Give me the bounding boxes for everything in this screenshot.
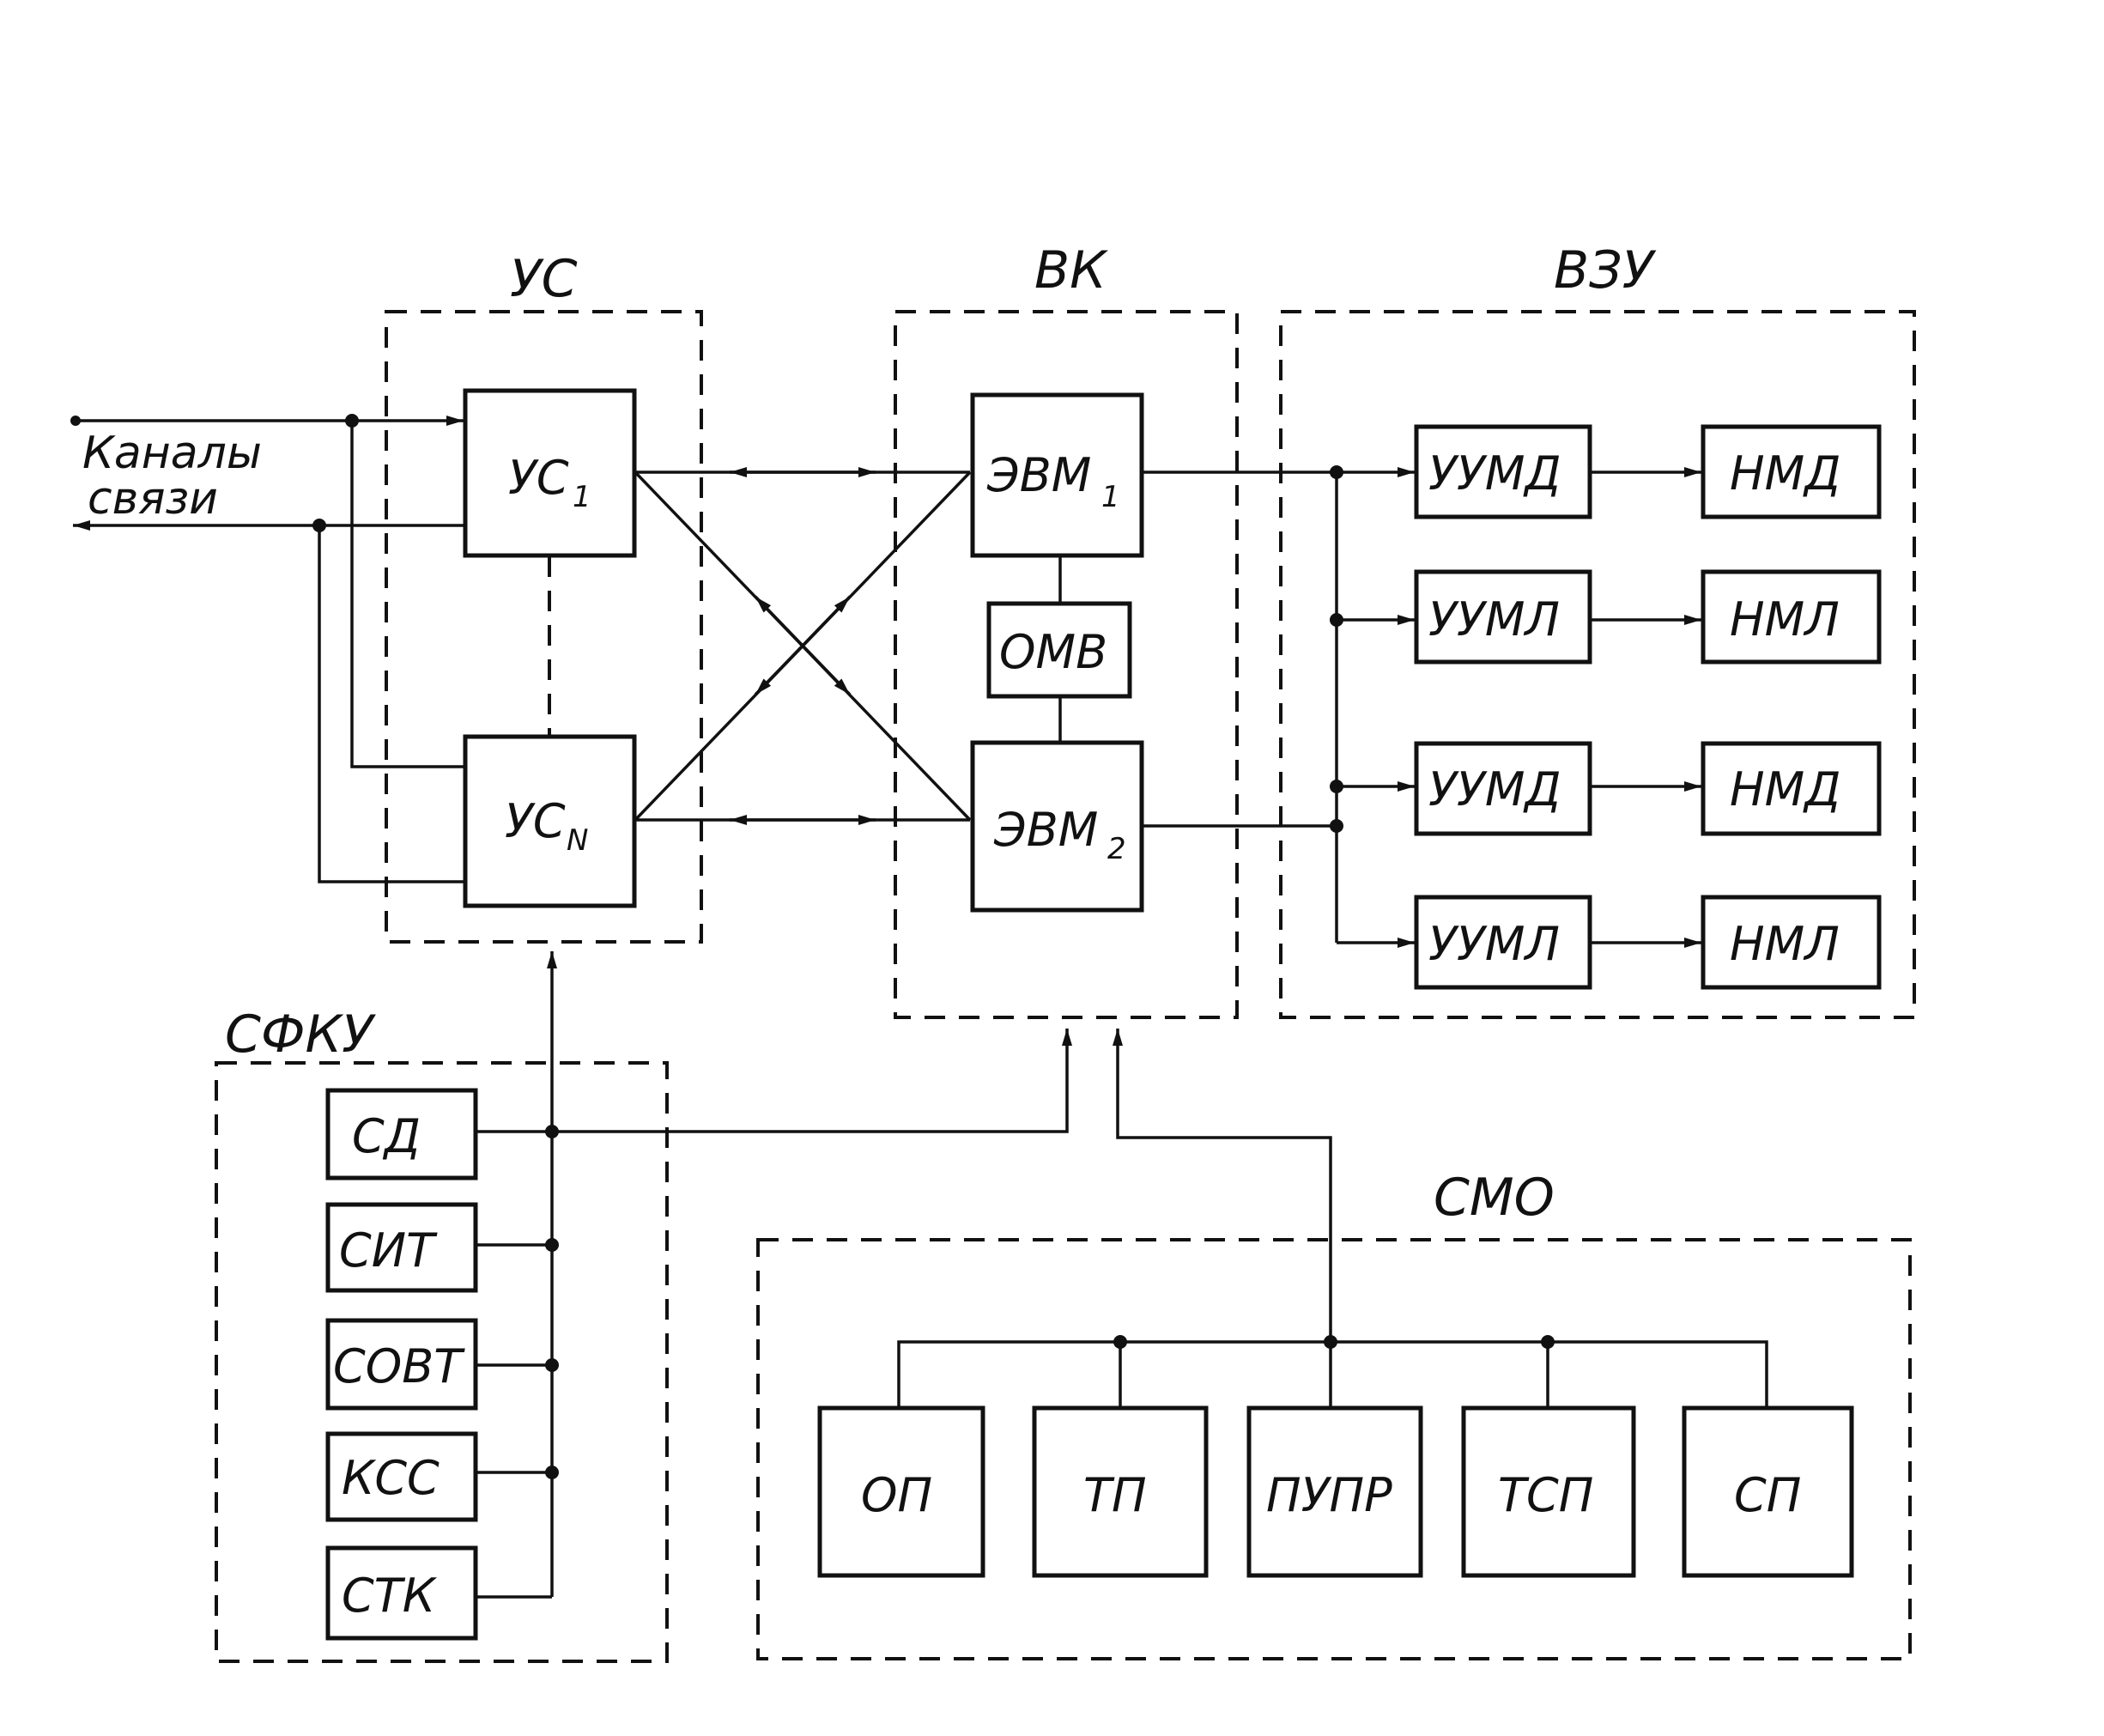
smo-block-2-label: ТП <box>1083 1468 1147 1522</box>
sfku-block-5: СТК <box>325 1545 478 1641</box>
input-label-line1: Каналы <box>82 428 262 479</box>
evm1-block: ЭВМ 1 <box>970 392 1144 558</box>
usn-subscript: N <box>567 823 588 858</box>
sfku-block-1-label: СД <box>352 1109 421 1163</box>
vzu-drive-4-label: НМЛ <box>1730 917 1840 971</box>
us-group-frame <box>385 310 703 944</box>
evm2-label: ЭВМ <box>993 803 1098 857</box>
smo-block-1: ОП <box>817 1405 985 1578</box>
smo-block-4-label: ТСП <box>1498 1468 1593 1522</box>
us-group-title: УС <box>510 249 578 309</box>
smo-block-4: ТСП <box>1461 1405 1636 1578</box>
sfku-group-frame <box>215 1061 669 1663</box>
sfku-group-title: СФКУ <box>225 1005 376 1065</box>
us-evm-links <box>634 467 972 825</box>
usn-label: УС <box>505 794 566 848</box>
omv-label: ОМВ <box>999 625 1107 679</box>
smo-bus <box>897 1029 1768 1408</box>
evm2-block: ЭВМ 2 <box>970 740 1144 913</box>
omv-block: ОМВ <box>986 601 1132 699</box>
vzu-row-4: УУМЛ НМЛ <box>1414 895 1882 990</box>
sfku-block-3-label: СОВТ <box>333 1339 465 1393</box>
vzu-group-title: ВЗУ <box>1554 240 1657 300</box>
input-label-line2: связи <box>88 473 218 525</box>
vzu-row-1: УУМД НМД <box>1414 424 1882 519</box>
vzu-ctrl-3-label: УУМД <box>1428 762 1561 816</box>
vk-group-frame <box>894 310 1239 1019</box>
smo-block-5-label: СП <box>1734 1468 1801 1522</box>
evm1-subscript: 1 <box>1101 480 1120 514</box>
smo-block-1-label: ОП <box>861 1468 932 1522</box>
smo-block-2: ТП <box>1032 1405 1209 1578</box>
evm2-subscript: 2 <box>1107 832 1126 866</box>
sfku-block-2: СИТ <box>325 1202 478 1293</box>
sfku-block-4: КСС <box>325 1431 478 1522</box>
vk-group-title: ВК <box>1034 240 1108 300</box>
vzu-drive-3-label: НМД <box>1730 762 1840 816</box>
sfku-block-4-label: КСС <box>342 1451 440 1505</box>
usn-block: УС N <box>463 734 637 908</box>
us1-block: УС 1 <box>463 388 637 558</box>
vzu-row-3: УУМД НМД <box>1414 741 1882 836</box>
sfku-block-5-label: СТК <box>342 1569 438 1623</box>
smo-group-frame <box>756 1238 1912 1660</box>
smo-block-5: СП <box>1682 1405 1854 1578</box>
vzu-bus <box>1143 465 1701 948</box>
vzu-ctrl-4-label: УУМЛ <box>1428 917 1560 971</box>
sfku-block-2-label: СИТ <box>339 1223 438 1278</box>
vzu-drive-2-label: НМЛ <box>1730 592 1840 646</box>
evm1-label: ЭВМ <box>986 448 1091 502</box>
us1-subscript: 1 <box>573 480 591 514</box>
vzu-ctrl-2-label: УУМЛ <box>1428 592 1560 646</box>
vzu-row-2: УУМЛ НМЛ <box>1414 569 1882 665</box>
sfku-bus <box>475 951 1072 1599</box>
us1-label: УС <box>508 451 569 505</box>
smo-group-title: СМО <box>1434 1168 1555 1228</box>
vzu-group-frame <box>1279 310 1916 1019</box>
smo-block-3-label: ПУПР <box>1266 1468 1392 1522</box>
sfku-block-1: СД <box>325 1088 478 1181</box>
vzu-ctrl-1-label: УУМД <box>1428 446 1561 501</box>
smo-block-3: ПУПР <box>1246 1405 1423 1578</box>
channel-wires <box>70 414 551 883</box>
sfku-block-3: СОВТ <box>325 1318 478 1411</box>
vzu-drive-1-label: НМД <box>1730 446 1840 501</box>
